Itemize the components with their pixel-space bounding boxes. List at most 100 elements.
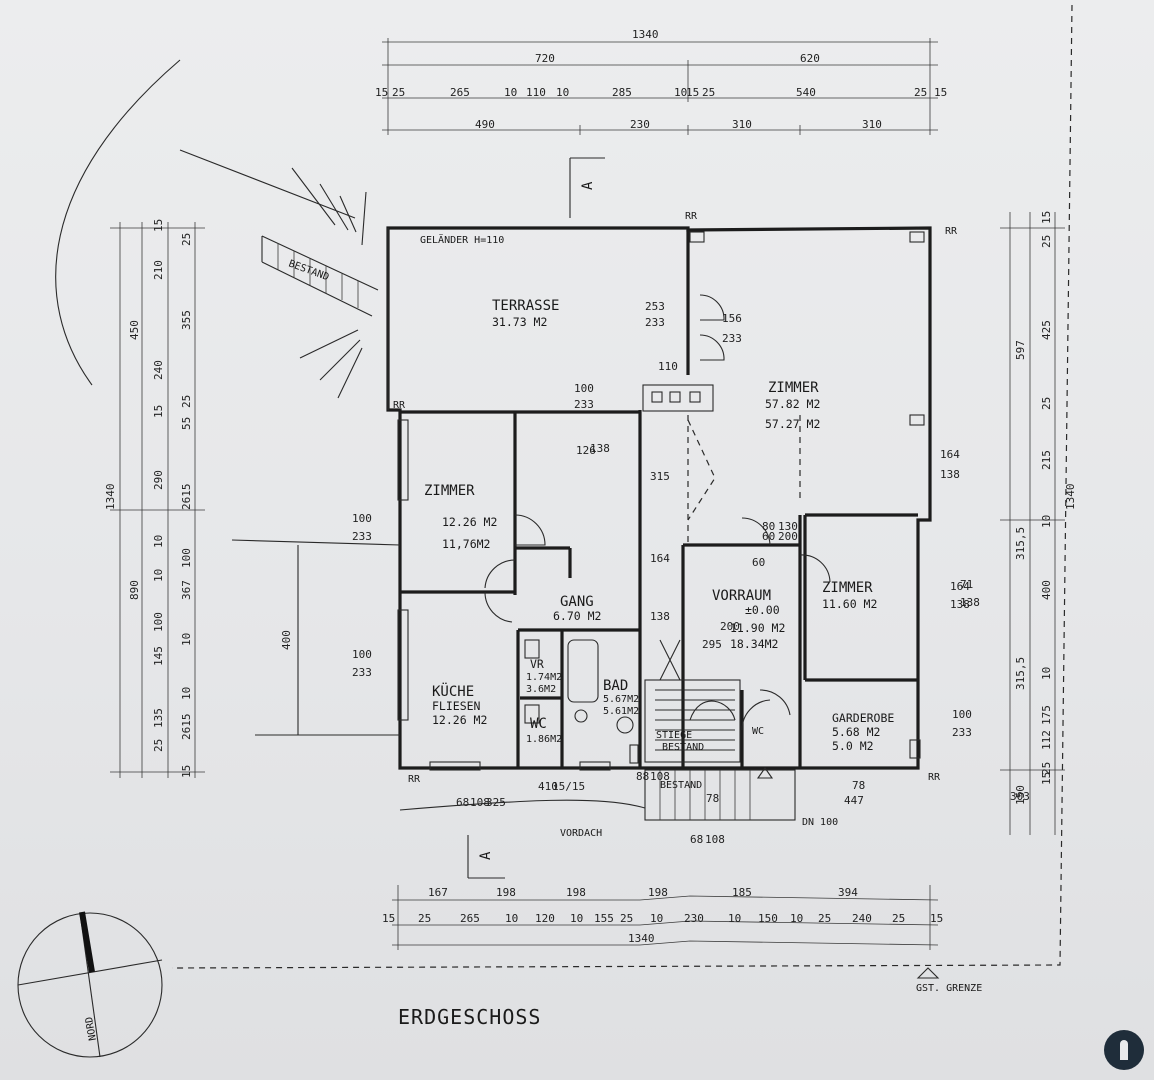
dim-opening: 100 bbox=[352, 648, 372, 661]
sun-rays bbox=[179, 149, 367, 399]
boundary-label: GST. GRENZE bbox=[916, 983, 982, 994]
dim-opening: 108 bbox=[470, 796, 490, 809]
dim-opening: 15/15 bbox=[552, 780, 585, 793]
dim-left-row2: 240 bbox=[152, 360, 165, 380]
room-stiege-name: STIEGE bbox=[656, 730, 692, 741]
dim-left-row1: 890 bbox=[128, 580, 141, 600]
dim-bottom-overall: 1340 bbox=[628, 932, 655, 945]
dim-top-row3: 310 bbox=[862, 118, 882, 131]
interior-walls bbox=[400, 230, 918, 768]
dim-left-row2: 10 bbox=[180, 633, 193, 646]
room-terrasse-area: 31.73 M2 bbox=[492, 315, 547, 329]
dim-opening: 108 bbox=[650, 770, 670, 783]
room-zimmer-large-area1: 57.82 M2 bbox=[765, 397, 820, 411]
dim-bottom-row2: 10 bbox=[650, 912, 663, 925]
dim-bottom-row2: 25 bbox=[892, 912, 905, 925]
dim-left-row2: 10 bbox=[152, 535, 165, 548]
dim-left-row2: 10 bbox=[180, 687, 193, 700]
dim-bottom-row2: 25 bbox=[418, 912, 431, 925]
dim-top-row2: 110 bbox=[526, 86, 546, 99]
dim-bottom-row2: 10 bbox=[728, 912, 741, 925]
existing-label-top: BESTAND bbox=[287, 258, 330, 283]
dim-top-row2: 15 bbox=[375, 86, 388, 99]
dim-opening: 253 bbox=[645, 300, 665, 313]
room-garderobe-area2: 5.0 M2 bbox=[832, 739, 874, 753]
room-bad-area1: 5.67M2 bbox=[603, 694, 639, 705]
dim-bottom-row1: 167 bbox=[428, 886, 448, 899]
dim-opening: 78 bbox=[706, 792, 719, 805]
staircase bbox=[644, 639, 741, 763]
room-zimmer-left-name: ZIMMER bbox=[424, 483, 475, 499]
room-garderobe-area1: 5.68 M2 bbox=[832, 725, 880, 739]
dim-top-row2: 10 bbox=[674, 86, 687, 99]
room-zimmer-large-area2: 57.27 M2 bbox=[765, 417, 820, 431]
canopy-line bbox=[399, 799, 646, 811]
dim-opening: 88 bbox=[636, 770, 649, 783]
room-gang-area: 6.70 M2 bbox=[553, 609, 601, 623]
dim-right-row2: 25 bbox=[1040, 762, 1053, 775]
room-vr-area1: 1.74M2 bbox=[526, 672, 562, 683]
brand-logo-icon bbox=[1104, 1030, 1144, 1070]
dim-bottom-row1: 394 bbox=[838, 886, 858, 899]
dim-bottom-row2: 230 bbox=[684, 912, 704, 925]
dim-bottom-row2: 265 bbox=[460, 912, 480, 925]
dim-right-row2: 15 bbox=[1040, 772, 1053, 785]
dim-right-row2: 10 bbox=[1040, 667, 1053, 680]
dim-right-row2: 175 bbox=[1040, 705, 1053, 725]
dim-top-row2: 25 bbox=[914, 86, 927, 99]
room-vorraum-area2: 18.34M2 bbox=[730, 637, 778, 651]
dim-left-row2: 100 bbox=[180, 548, 193, 568]
room-vr-area2: 3.6M2 bbox=[526, 684, 556, 695]
room-kueche-floor: FLIESEN bbox=[432, 699, 481, 713]
dim-left-extra: 400 bbox=[280, 630, 293, 650]
dim-opening: 100 bbox=[952, 708, 972, 721]
dim-top-row2: 10 bbox=[556, 86, 569, 99]
garden-arc bbox=[55, 59, 181, 386]
dim-right-row2: 215 bbox=[1040, 450, 1053, 470]
dim-bottom-row1: 198 bbox=[496, 886, 516, 899]
dim-top-row1: 720 bbox=[535, 52, 555, 65]
dim-top-row2: 25 bbox=[702, 86, 715, 99]
existing-steps-front bbox=[644, 769, 796, 821]
dim-right-row2: 400 bbox=[1040, 580, 1053, 600]
dim-opening: 295 bbox=[702, 638, 722, 651]
dim-top-row2: 15 bbox=[686, 86, 699, 99]
dim-left-row2: 25 bbox=[180, 395, 193, 408]
dim-top-row2: 10 bbox=[504, 86, 517, 99]
dim-opening: 80 bbox=[762, 520, 775, 533]
dim-opening: 325 bbox=[486, 796, 506, 809]
dim-opening: 60 bbox=[752, 556, 765, 569]
dim-opening: 138 bbox=[650, 610, 670, 623]
dim-right-row1: 315,5 bbox=[1014, 657, 1027, 690]
dim-left-row1: 450 bbox=[128, 320, 141, 340]
dim-left-row2: 2615 bbox=[180, 714, 193, 741]
dim-bottom-row2: 15 bbox=[382, 912, 395, 925]
dim-right-row2: 425 bbox=[1040, 320, 1053, 340]
garden-wall-left bbox=[231, 539, 401, 736]
dim-top-row2: 285 bbox=[612, 86, 632, 99]
dim-right-row2: 15 bbox=[1040, 211, 1053, 224]
dim-bottom-row2: 25 bbox=[818, 912, 831, 925]
room-vr-name: VR bbox=[530, 657, 544, 671]
room-bad-name: BAD bbox=[603, 678, 628, 694]
downpipe-label-2: RR bbox=[945, 226, 958, 237]
room-wc-name: WC bbox=[530, 716, 547, 732]
dim-opening: 233 bbox=[645, 316, 665, 329]
dim-bottom-row2: 10 bbox=[505, 912, 518, 925]
dim-opening: 447 bbox=[844, 794, 864, 807]
room-vorraum-area1: 11.90 M2 bbox=[730, 621, 785, 635]
dim-bottom-row2: 150 bbox=[758, 912, 778, 925]
dim-top-row3: 310 bbox=[732, 118, 752, 131]
vorraum-level: ±0.00 bbox=[745, 603, 780, 617]
dim-left-row2: 2615 bbox=[180, 484, 193, 511]
dim-right-row2: 10 bbox=[1040, 515, 1053, 528]
dim-lines-top bbox=[382, 38, 938, 135]
dim-top-overall: 1340 bbox=[632, 28, 659, 41]
dim-bottom-row1: 198 bbox=[648, 886, 668, 899]
downpipe-label-4: RR bbox=[408, 774, 421, 785]
dim-right-row2: 25 bbox=[1040, 235, 1053, 248]
dim-opening: 164 bbox=[650, 552, 670, 565]
dim-opening: 60 bbox=[762, 530, 775, 543]
dim-left-row2: 15 bbox=[152, 405, 165, 418]
dim-lines-left bbox=[110, 222, 205, 778]
